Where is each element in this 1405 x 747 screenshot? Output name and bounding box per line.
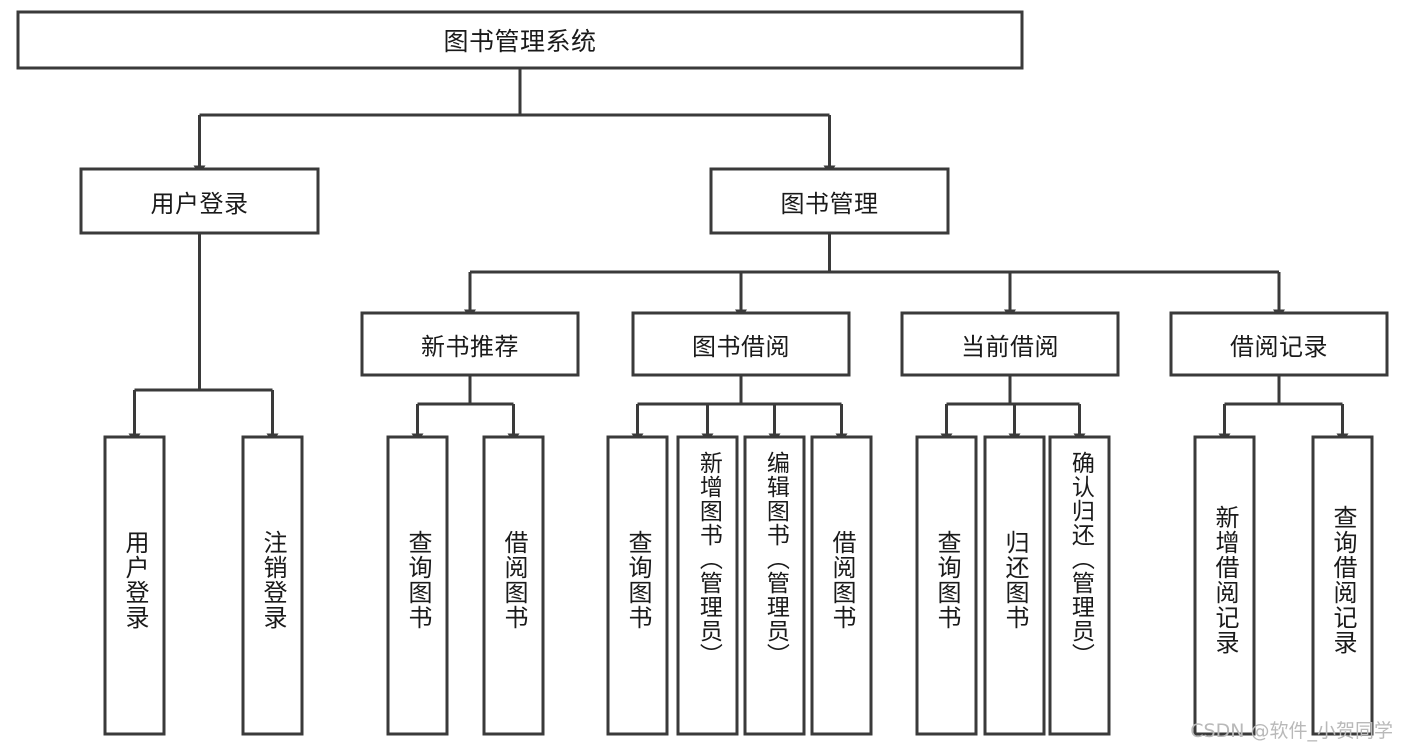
node-box-借阅图书[interactable] (482, 435, 545, 736)
node-box-新增图书管理员[interactable] (676, 435, 739, 736)
node-box-用户登录[interactable] (103, 435, 166, 736)
node-box-图书管理[interactable] (709, 167, 950, 235)
node-box-借阅图书[interactable] (810, 435, 873, 736)
node-box-归还图书[interactable] (983, 435, 1046, 736)
node-box-新增借阅记录[interactable] (1193, 435, 1256, 736)
node-box-查询图书[interactable] (386, 435, 449, 736)
node-box-当前借阅[interactable] (900, 311, 1120, 377)
node-box-图书管理系统[interactable] (16, 10, 1024, 70)
node-boxes (16, 10, 1389, 736)
node-box-图书借阅[interactable] (631, 311, 851, 377)
node-box-确认归还管理员[interactable] (1048, 435, 1111, 736)
node-box-查询图书[interactable] (606, 435, 669, 736)
node-box-查询借阅记录[interactable] (1311, 435, 1374, 736)
node-box-借阅记录[interactable] (1169, 311, 1389, 377)
node-box-用户登录[interactable] (79, 167, 320, 235)
node-box-注销登录[interactable] (241, 435, 304, 736)
watermark-text: CSDN @软件_小贺同学 (1190, 720, 1393, 742)
node-box-新书推荐[interactable] (360, 311, 580, 377)
connector-edges (128, 68, 1349, 443)
node-box-编辑图书管理员[interactable] (743, 435, 806, 736)
node-box-查询图书[interactable] (915, 435, 978, 736)
